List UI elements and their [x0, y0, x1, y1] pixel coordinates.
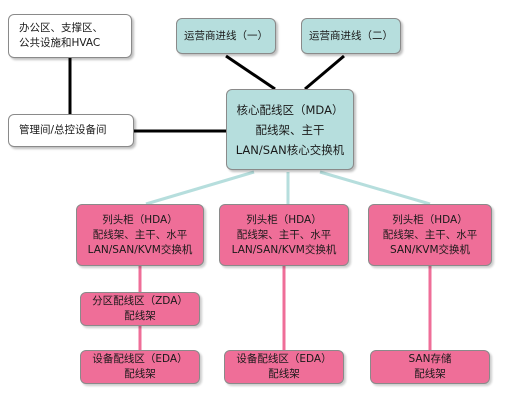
link-mda-hda1 — [145, 170, 255, 206]
hda3-line-1: 列头柜（HDA） — [392, 213, 468, 226]
eda1-line-2: 配线架 — [124, 368, 156, 380]
link-carrier2-mda — [304, 54, 345, 91]
hda-1-box: 列头柜（HDA） 配线架、主干、水平 LAN/SAN/KVM交换机 — [76, 204, 204, 266]
eda2-line-1: 设备配线区（EDA） — [236, 353, 332, 365]
zda-line-1: 分区配线区（ZDA） — [92, 295, 188, 307]
management-room-box: 管理间/总控设备间 — [8, 114, 134, 147]
hda1-line-2: 配线架、主干、水平 — [92, 228, 188, 241]
office-support-area-box: 办公区、支撑区、 公共设施和HVAC — [8, 14, 132, 58]
office-line-2: 公共设施和HVAC — [19, 37, 101, 49]
hda1-line-1: 列头柜（HDA） — [102, 213, 178, 226]
eda1-line-1: 设备配线区（EDA） — [92, 353, 188, 365]
zda-box: 分区配线区（ZDA） 配线架 — [80, 292, 200, 326]
mda-core-box: 核心配线区（MDA） 配线架、主干 LAN/SAN核心交换机 — [226, 89, 354, 170]
eda-1-box: 设备配线区（EDA） 配线架 — [80, 350, 200, 384]
san-line-1: SAN存储 — [408, 353, 452, 365]
hda2-line-1: 列头柜（HDA） — [246, 213, 322, 226]
link-mda-hda3 — [319, 170, 431, 206]
carrier2-label: 运营商进线（二） — [309, 29, 393, 42]
office-line-1: 办公区、支撑区、 — [19, 22, 103, 34]
link-carrier1-mda — [225, 54, 276, 91]
eda2-line-2: 配线架 — [268, 368, 300, 380]
carrier-entrance-1-box: 运营商进线（一） — [176, 18, 276, 54]
hda-3-box: 列头柜（HDA） 配线架、主干、水平 SAN/KVM交换机 — [368, 204, 492, 266]
carrier1-label: 运营商进线（一） — [184, 29, 268, 42]
eda-2-box: 设备配线区（EDA） 配线架 — [224, 350, 344, 384]
mgmt-label: 管理间/总控设备间 — [19, 124, 107, 136]
zda-line-2: 配线架 — [124, 310, 156, 322]
hda1-line-3: LAN/SAN/KVM交换机 — [87, 243, 193, 256]
mda-line-3: LAN/SAN核心交换机 — [235, 142, 345, 157]
carrier-entrance-2-box: 运营商进线（二） — [301, 18, 401, 54]
hda3-line-2: 配线架、主干、水平 — [382, 228, 478, 241]
san-storage-box: SAN存储 配线架 — [370, 350, 490, 384]
mda-line-2: 配线架、主干 — [255, 122, 325, 137]
hda-2-box: 列头柜（HDA） 配线架、主干、水平 LAN/SAN/KVM交换机 — [219, 204, 349, 266]
mda-line-1: 核心配线区（MDA） — [236, 102, 344, 117]
hda3-line-3: SAN/KVM交换机 — [389, 243, 471, 256]
hda2-line-2: 配线架、主干、水平 — [236, 228, 332, 241]
hda2-line-3: LAN/SAN/KVM交换机 — [231, 243, 337, 256]
san-line-2: 配线架 — [414, 368, 446, 380]
